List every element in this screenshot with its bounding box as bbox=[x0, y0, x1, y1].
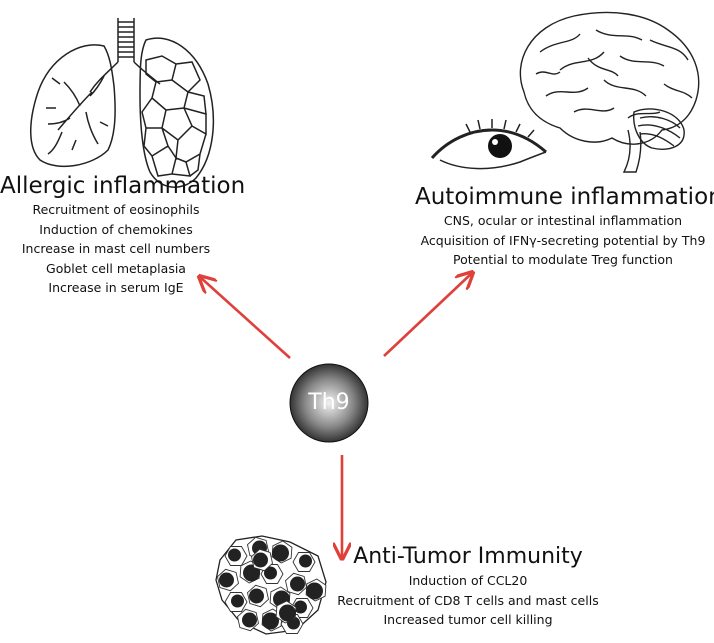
brain-icon bbox=[519, 11, 700, 173]
tumor-cell-nucleus bbox=[294, 600, 307, 614]
tumor-cell-nucleus bbox=[243, 564, 260, 582]
allergic-item: Recruitment of eosinophils bbox=[32, 202, 200, 217]
autoimmune-item: CNS, ocular or intestinal inflammation bbox=[443, 213, 683, 228]
anti-tumor-immunity-block: Anti-Tumor Immunity Induction of CCL20 R… bbox=[335, 543, 601, 630]
lungs-icon bbox=[30, 18, 215, 188]
tumor-cell-nucleus bbox=[262, 612, 279, 630]
tumor-cell-group bbox=[217, 536, 327, 634]
arrow-to-autoimmune bbox=[383, 273, 472, 357]
antitumor-title: Anti-Tumor Immunity bbox=[353, 544, 583, 569]
allergic-title: Allergic inflammation bbox=[0, 173, 246, 199]
allergic-item: Increase in serum IgE bbox=[48, 280, 184, 295]
tumor-cell-nucleus bbox=[242, 612, 257, 628]
tumor-cell-nucleus bbox=[299, 554, 312, 568]
tumor-cell-nucleus bbox=[264, 566, 277, 580]
eye-icon bbox=[430, 119, 547, 170]
tumor-cell-nucleus bbox=[306, 582, 323, 600]
tumor-cell-nucleus bbox=[290, 576, 305, 592]
allergic-item: Induction of chemokines bbox=[39, 221, 193, 237]
th9-cell bbox=[289, 363, 369, 443]
tumor-cell-nucleus bbox=[272, 544, 289, 562]
allergic-item: Goblet cell metaplasia bbox=[46, 260, 186, 276]
th9-label: Th9 bbox=[308, 390, 350, 415]
autoimmune-title: Autoimmune inflammation bbox=[415, 184, 714, 210]
allergic-inflammation-block: Allergic inflammation Recruitment of eos… bbox=[0, 172, 246, 298]
tumor-cell-nucleus bbox=[249, 588, 264, 604]
tumor-cell-nucleus bbox=[228, 548, 241, 562]
autoimmune-item: Acquisition of IFNγ-secreting potential … bbox=[420, 232, 706, 248]
tumor-cell-nucleus bbox=[219, 572, 234, 588]
tumor-cell-nucleus bbox=[231, 594, 244, 608]
antitumor-item: Recruitment of CD8 T cells and mast cell… bbox=[337, 592, 599, 608]
autoimmune-item: Potential to modulate Treg function bbox=[453, 252, 673, 267]
tumor-cell-nucleus bbox=[279, 604, 296, 622]
allergic-item: Increase in mast cell numbers bbox=[21, 241, 211, 256]
autoimmune-inflammation-block: Autoimmune inflammation CNS, ocular or i… bbox=[415, 183, 714, 270]
tumor-cell-nucleus bbox=[253, 552, 268, 568]
arrow-to-allergic bbox=[200, 277, 291, 359]
tumor-cells-icon bbox=[215, 535, 327, 635]
antitumor-item: Induction of CCL20 bbox=[408, 573, 528, 588]
antitumor-item: Increased tumor cell killing bbox=[383, 612, 553, 627]
